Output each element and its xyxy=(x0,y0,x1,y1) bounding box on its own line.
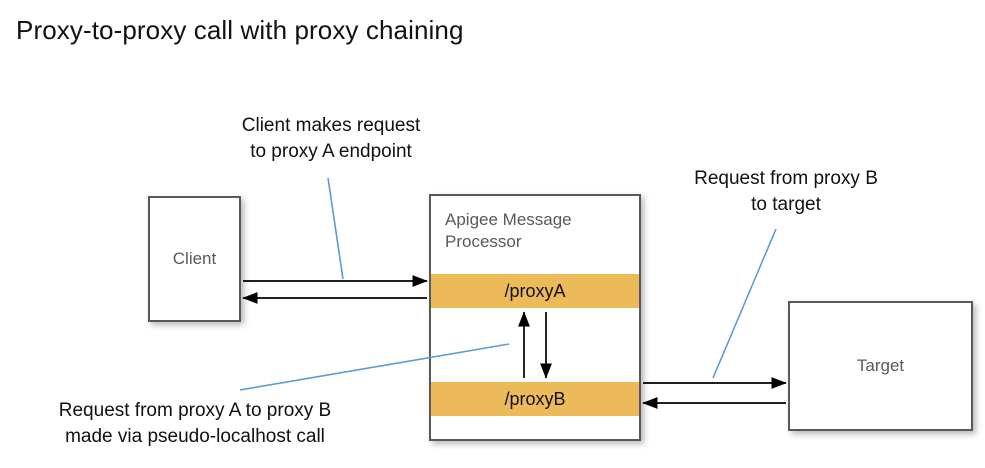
node-client-label: Client xyxy=(172,249,217,268)
leader-line-proxyb-to-target xyxy=(712,228,777,379)
annotation-client-request: Client makes request to proxy A endpoint xyxy=(241,115,421,163)
proxy-b-label: /proxyB xyxy=(504,388,566,409)
node-target[interactable]: Target xyxy=(788,301,973,431)
annotation-proxya-to-proxyb: Request from proxy A to proxy B made via… xyxy=(58,400,332,448)
node-apigee-label: Apigee Message Processor xyxy=(445,210,572,252)
proxy-a-band[interactable]: /proxyA xyxy=(431,274,639,308)
proxy-a-label: /proxyA xyxy=(504,280,566,301)
node-apigee-message-processor[interactable]: Apigee Message Processor /proxyA /proxyB xyxy=(429,194,641,441)
page-title: Proxy-to-proxy call with proxy chaining xyxy=(16,15,464,45)
leader-line-client-request xyxy=(327,177,344,280)
annotation-proxyb-to-target: Request from proxy B to target xyxy=(694,168,878,216)
proxy-b-band[interactable]: /proxyB xyxy=(431,382,639,416)
node-target-label: Target xyxy=(856,356,905,375)
node-client[interactable]: Client xyxy=(148,196,241,322)
